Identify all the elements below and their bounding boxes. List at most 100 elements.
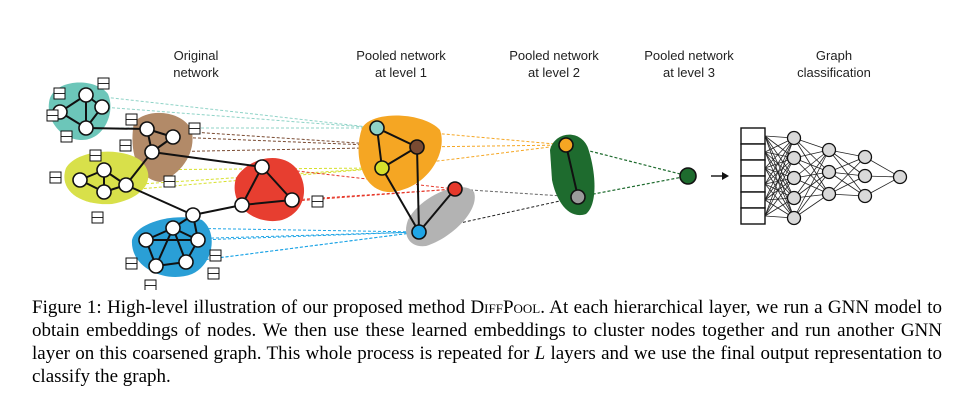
graph-node	[148, 258, 164, 274]
graph-node	[165, 129, 181, 145]
figure-caption: Figure 1: High-level illustration of our…	[32, 296, 942, 388]
node-feature-icon	[207, 267, 220, 280]
mlp-neuron	[786, 210, 802, 226]
graph-edge	[241, 199, 293, 206]
graph-node	[679, 167, 697, 185]
node-feature-icon	[60, 130, 73, 143]
projection-line	[172, 227, 420, 233]
node-feature-icon	[311, 195, 324, 208]
graph-edge	[151, 151, 263, 168]
caption-text-3: layers and we use the final output repre…	[32, 343, 943, 387]
caption-text-1: High-level illustration of our proposed …	[107, 297, 466, 318]
mlp-neuron	[857, 188, 873, 204]
diffpool-figure	[46, 77, 908, 290]
graph-node	[138, 232, 154, 248]
graph-edge	[418, 188, 456, 233]
graph-node	[165, 220, 181, 236]
mlp-neuron	[857, 149, 873, 165]
graph-node	[284, 192, 300, 208]
graph-node	[447, 181, 463, 197]
node-feature-icon	[209, 249, 222, 262]
mlp-connection	[764, 157, 795, 201]
node-feature-icons	[46, 77, 324, 290]
graph-node	[178, 254, 194, 270]
graph-node	[96, 162, 112, 178]
node-feature-icon	[119, 139, 132, 152]
mlp-connection	[828, 149, 866, 197]
projection-line	[172, 136, 418, 148]
node-feature-icon	[125, 113, 138, 126]
graph-node	[118, 177, 134, 193]
mlp-neuron	[786, 130, 802, 146]
projection-line	[85, 94, 378, 129]
mlp-connection	[793, 137, 830, 195]
graph-node	[558, 137, 574, 153]
graph-edge	[125, 184, 194, 216]
mlp-connection	[828, 149, 866, 177]
graph-node	[190, 232, 206, 248]
mlp-neuron	[786, 190, 802, 206]
embedding-cell	[740, 191, 766, 209]
mlp-connection	[793, 149, 830, 199]
graph-node	[369, 120, 385, 136]
embedding-cell	[740, 127, 766, 145]
mlp-connection	[764, 177, 795, 217]
graph-edge	[416, 146, 420, 233]
graph-node	[234, 197, 250, 213]
projection-line	[577, 175, 689, 198]
feature-box	[144, 279, 157, 290]
graph-node	[72, 172, 88, 188]
embedding-cell	[740, 143, 766, 161]
graph-nodes	[52, 87, 697, 274]
mlp-neuron	[892, 169, 908, 185]
graph-edge	[85, 127, 148, 130]
caption-method-name: DiffPool	[470, 297, 541, 318]
projection-line	[197, 231, 420, 241]
projection-line	[101, 106, 378, 129]
node-feature-icon	[89, 149, 102, 162]
graph-edge	[381, 167, 420, 233]
graph-edge	[192, 204, 243, 216]
caption-variable: L	[534, 343, 546, 364]
mlp-connection	[793, 149, 830, 179]
arrow-head-icon	[722, 172, 729, 180]
mlp-connection	[793, 171, 830, 219]
node-feature-icon	[97, 77, 110, 90]
node-feature-icon	[163, 175, 176, 188]
mlp-neuron	[821, 142, 837, 158]
mlp-connection	[764, 135, 795, 199]
graph-node	[411, 224, 427, 240]
graph-node	[96, 184, 112, 200]
graph-node	[409, 139, 425, 155]
graph-node	[254, 159, 270, 175]
node-feature-icon	[46, 109, 59, 122]
mlp-neuron	[786, 150, 802, 166]
embedding-cell	[740, 159, 766, 177]
node-feature-icon	[49, 171, 62, 184]
node-feature-icon	[53, 87, 66, 100]
mlp-connection	[793, 157, 830, 195]
mlp-connection	[764, 137, 795, 201]
node-feature-icon	[188, 122, 201, 135]
graph-edge	[565, 144, 579, 198]
mlp-connection	[764, 137, 795, 185]
mlp-neuron	[786, 170, 802, 186]
mlp-connection	[828, 156, 866, 195]
node-feature-icon	[125, 257, 138, 270]
caption-text-2: . At each hierarchical layer, we run a G…	[32, 297, 943, 364]
projection-line	[155, 231, 420, 267]
mlp-connection	[764, 135, 795, 179]
classifier	[711, 127, 908, 226]
mlp-connection	[764, 151, 795, 199]
graph-node	[78, 87, 94, 103]
mlp-connection	[793, 149, 830, 219]
node-feature-icon	[91, 211, 104, 224]
caption-label: Figure 1:	[32, 297, 102, 318]
graph-node	[144, 144, 160, 160]
mlp-connection	[828, 171, 866, 197]
mlp-neuron	[821, 186, 837, 202]
